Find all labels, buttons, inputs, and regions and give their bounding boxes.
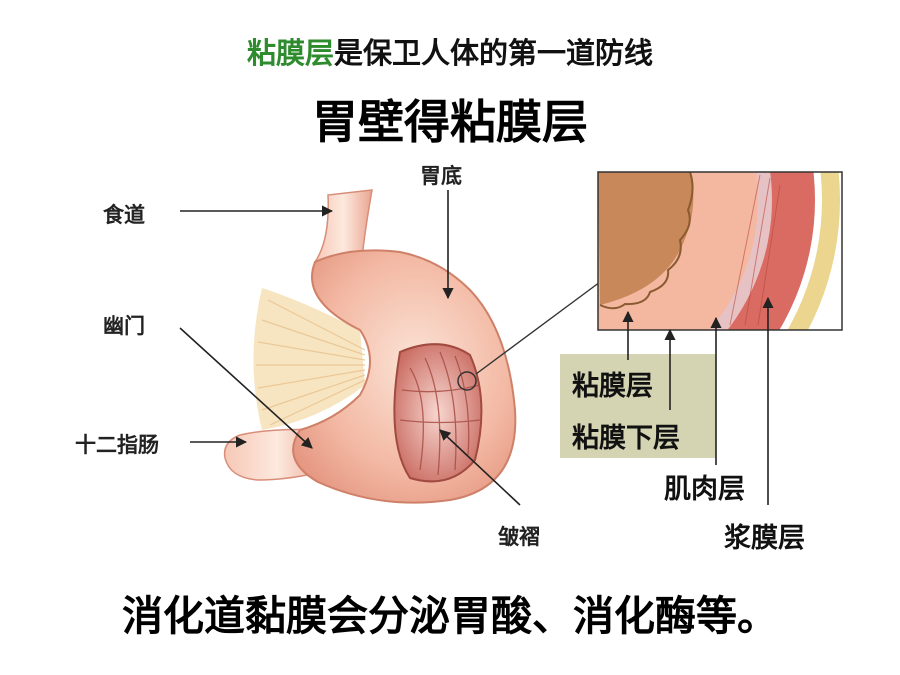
main-title: 胃壁得粘膜层 (312, 95, 588, 149)
label-esophagus: 食道 (103, 203, 145, 227)
magnify-circle (457, 371, 477, 391)
label-submucosa: 粘膜下层 (572, 423, 680, 454)
bottom-caption: 消化道黏膜会分泌胃酸、消化酶等。 (122, 592, 778, 640)
label-pylorus: 幽门 (103, 314, 145, 338)
inset-frame (597, 171, 843, 331)
subtitle-highlight: 粘膜层 (246, 36, 334, 70)
wall-cross-section (598, 172, 842, 330)
label-fundus: 胃底 (420, 164, 462, 188)
subtitle: 粘膜层是保卫人体的第一道防线 (0, 30, 900, 72)
mesentery-fan (253, 288, 366, 430)
label-serosa: 浆膜层 (724, 523, 805, 554)
layer-legend-box (560, 354, 716, 458)
stomach-inner-cutaway (393, 343, 483, 483)
subtitle-rest: 是保卫人体的第一道防线 (334, 36, 654, 70)
label-mucosa: 粘膜层 (572, 371, 653, 402)
label-duodenum: 十二指肠 (75, 433, 159, 457)
leader-lines (179, 190, 774, 506)
label-rugae: 皱褶 (498, 525, 540, 549)
label-muscle: 肌肉层 (664, 474, 745, 505)
